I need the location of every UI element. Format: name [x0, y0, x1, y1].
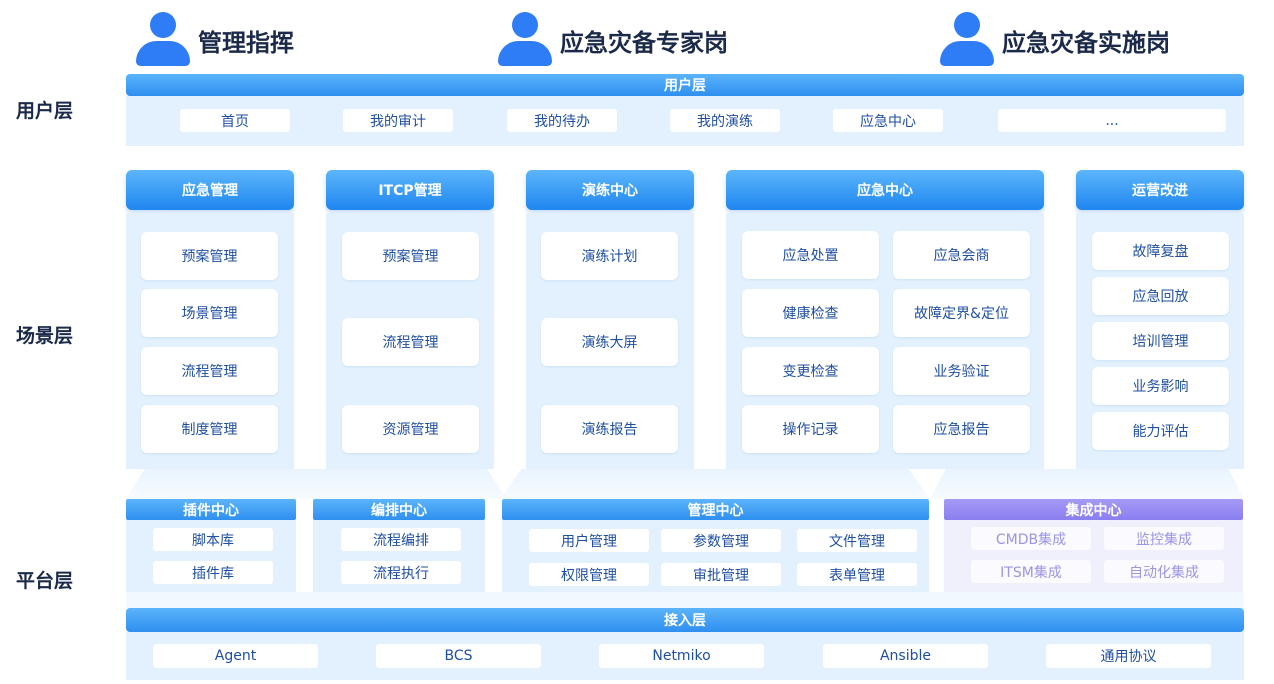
- chip-param-mgmt[interactable]: 参数管理: [661, 529, 781, 552]
- user-item-todo[interactable]: 我的待办: [507, 109, 617, 132]
- card-itcp-plan-mgmt[interactable]: 预案管理: [342, 232, 479, 280]
- card-fault-location[interactable]: 故障定界&定位: [893, 289, 1030, 337]
- chip-process-orchestration[interactable]: 流程编排: [341, 528, 461, 551]
- platform-integration-header: 集成中心: [944, 499, 1243, 520]
- chip-itsm-integration[interactable]: ITSM集成: [971, 560, 1091, 583]
- platform-orchestration-header: 编排中心: [313, 499, 485, 520]
- chip-permission-mgmt[interactable]: 权限管理: [529, 563, 649, 586]
- card-emergency-report[interactable]: 应急报告: [893, 405, 1030, 453]
- chip-netmiko[interactable]: Netmiko: [599, 644, 764, 668]
- card-drill-screen[interactable]: 演练大屏: [541, 318, 678, 366]
- chip-agent[interactable]: Agent: [153, 644, 318, 668]
- user-icon: [136, 12, 190, 68]
- scene-col-emergency-mgmt-header: 应急管理: [126, 170, 294, 210]
- layer-label-user: 用户层: [16, 100, 74, 122]
- user-item-more[interactable]: ...: [998, 109, 1226, 132]
- card-policy-mgmt[interactable]: 制度管理: [141, 405, 278, 453]
- layer-label-scene: 场景层: [16, 325, 74, 347]
- user-item-emergency[interactable]: 应急中心: [833, 109, 943, 132]
- role-implementer: 应急灾备实施岗: [940, 10, 1170, 70]
- card-business-impact[interactable]: 业务影响: [1092, 367, 1229, 405]
- scene-col-ops-header: 运营改进: [1076, 170, 1244, 210]
- card-fault-review[interactable]: 故障复盘: [1092, 232, 1229, 270]
- user-layer-header: 用户层: [126, 74, 1244, 96]
- card-itcp-process-mgmt[interactable]: 流程管理: [342, 318, 479, 366]
- platform-management-header: 管理中心: [502, 499, 929, 520]
- connector-funnel: [930, 469, 1244, 499]
- role-expert: 应急灾备专家岗: [498, 10, 728, 70]
- chip-user-mgmt[interactable]: 用户管理: [529, 529, 649, 552]
- chip-process-execution[interactable]: 流程执行: [341, 561, 461, 584]
- layer-label-platform: 平台层: [16, 570, 74, 592]
- chip-plugin-library[interactable]: 插件库: [153, 561, 273, 584]
- card-emergency-playback[interactable]: 应急回放: [1092, 277, 1229, 315]
- platform-plugin-header: 插件中心: [126, 499, 296, 520]
- card-training-mgmt[interactable]: 培训管理: [1092, 322, 1229, 360]
- scene-col-itcp-header: ITCP管理: [326, 170, 494, 210]
- user-icon: [498, 12, 552, 68]
- user-item-home[interactable]: 首页: [180, 109, 290, 132]
- card-operation-log[interactable]: 操作记录: [742, 405, 879, 453]
- role-label: 管理指挥: [198, 28, 294, 57]
- chip-file-mgmt[interactable]: 文件管理: [797, 529, 917, 552]
- chip-monitor-integration[interactable]: 监控集成: [1104, 527, 1224, 550]
- chip-generic-protocol[interactable]: 通用协议: [1046, 644, 1211, 668]
- chip-bcs[interactable]: BCS: [376, 644, 541, 668]
- chip-cmdb-integration[interactable]: CMDB集成: [971, 527, 1091, 550]
- scene-col-drill-header: 演练中心: [526, 170, 694, 210]
- connector-strip: [126, 592, 1244, 608]
- chip-automation-integration[interactable]: 自动化集成: [1104, 560, 1224, 583]
- user-item-drill[interactable]: 我的演练: [670, 109, 780, 132]
- card-health-check[interactable]: 健康检查: [742, 289, 879, 337]
- role-label: 应急灾备专家岗: [560, 28, 728, 57]
- scene-col-emergency-center-header: 应急中心: [726, 170, 1044, 210]
- card-plan-mgmt[interactable]: 预案管理: [141, 232, 278, 280]
- card-drill-plan[interactable]: 演练计划: [541, 232, 678, 280]
- card-capability-eval[interactable]: 能力评估: [1092, 412, 1229, 450]
- user-icon: [940, 12, 994, 68]
- chip-ansible[interactable]: Ansible: [823, 644, 988, 668]
- connector-funnel: [500, 469, 930, 499]
- card-business-verify[interactable]: 业务验证: [893, 347, 1030, 395]
- chip-form-mgmt[interactable]: 表单管理: [797, 563, 917, 586]
- card-emergency-consultation[interactable]: 应急会商: [893, 231, 1030, 279]
- chip-script-library[interactable]: 脚本库: [153, 528, 273, 551]
- role-label: 应急灾备实施岗: [1002, 28, 1170, 57]
- card-emergency-handling[interactable]: 应急处置: [742, 231, 879, 279]
- card-process-mgmt[interactable]: 流程管理: [141, 347, 278, 395]
- card-change-check[interactable]: 变更检查: [742, 347, 879, 395]
- access-layer-header: 接入层: [126, 608, 1244, 632]
- card-itcp-resource-mgmt[interactable]: 资源管理: [342, 405, 479, 453]
- role-management-command: 管理指挥: [136, 10, 294, 70]
- card-drill-report[interactable]: 演练报告: [541, 405, 678, 453]
- connector-funnel: [126, 469, 506, 499]
- card-scenario-mgmt[interactable]: 场景管理: [141, 289, 278, 337]
- chip-approval-mgmt[interactable]: 审批管理: [661, 563, 781, 586]
- user-item-audit[interactable]: 我的审计: [343, 109, 453, 132]
